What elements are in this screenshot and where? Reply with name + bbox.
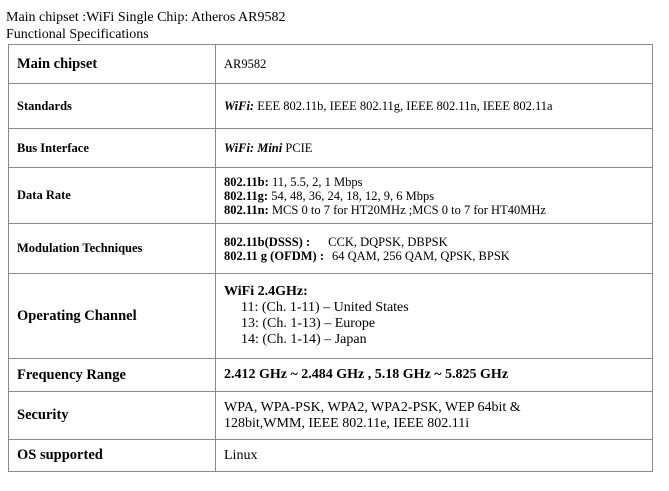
table-row-modulation: Modulation Techniques 802.11b(DSSS) : CCK… <box>8 223 653 274</box>
modulation-line: 802.11 g (OFDM) : 64 QAM, 256 QAM, QPSK, … <box>224 249 644 263</box>
modulation-value: 64 QAM, 256 QAM, QPSK, BPSK <box>331 248 510 263</box>
table-row-data-rate: Data Rate 802.11b: 11, 5.5, 2, 1 Mbps 80… <box>8 167 653 224</box>
security-line: 128bit,WMM, IEEE 802.11e, IEEE 802.11i <box>224 415 470 431</box>
table-row-operating-channel: Operating Channel WiFi 2.4GHz: 11: (Ch. … <box>8 273 653 359</box>
table-row-standards: Standards WiFi: EEE 802.11b, IEEE 802.11… <box>8 83 653 129</box>
os-supported-value: Linux <box>215 439 653 472</box>
operating-channel-line: 14: (Ch. 1-14) – Japan <box>241 332 367 347</box>
data-rate-label: Data Rate <box>8 167 216 224</box>
modulation-label: Modulation Techniques <box>8 223 216 274</box>
table-row-security: Security WPA, WPA-PSK, WPA2, WPA2-PSK, W… <box>8 391 653 440</box>
data-rate-line: 802.11b: 11, 5.5, 2, 1 Mbps <box>224 175 644 189</box>
data-rate-key: 802.11g: <box>224 188 269 203</box>
data-rate-value: 11, 5.5, 2, 1 Mbps <box>268 174 363 189</box>
data-rate-value: MCS 0 to 7 for HT20MHz ;MCS 0 to 7 for H… <box>268 202 546 217</box>
table-row-frequency-range: Frequency Range 2.412 GHz ~ 2.484 GHz , … <box>8 358 653 392</box>
data-rate-key: 802.11b: <box>224 174 269 189</box>
table-row-os-supported: OS supported Linux <box>8 439 653 472</box>
frequency-range-value: 2.412 GHz ~ 2.484 GHz , 5.18 GHz ~ 5.825… <box>215 358 653 392</box>
security-value-cell: WPA, WPA-PSK, WPA2, WPA2-PSK, WEP 64bit … <box>215 391 653 440</box>
main-chipset-label: Main chipset <box>8 44 216 84</box>
security-line: WPA, WPA-PSK, WPA2, WPA2-PSK, WEP 64bit … <box>224 399 521 415</box>
operating-channel-value-cell: WiFi 2.4GHz: 11: (Ch. 1-11) – United Sta… <box>215 273 653 359</box>
modulation-value-cell: 802.11b(DSSS) : CCK, DQPSK, DBPSK 802.11 … <box>215 223 653 274</box>
os-supported-label: OS supported <box>8 439 216 472</box>
data-rate-key: 802.11n: <box>224 202 269 217</box>
standards-value-cell: WiFi: EEE 802.11b, IEEE 802.11g, IEEE 80… <box>215 83 653 129</box>
bus-interface-label: Bus Interface <box>8 128 216 168</box>
standards-label: Standards <box>8 83 216 129</box>
spec-table: Main chipset AR9582 Standards WiFi: EEE … <box>8 44 653 472</box>
modulation-key: 802.11b(DSSS) : <box>224 234 311 249</box>
security-label: Security <box>8 391 216 440</box>
table-row-main-chipset: Main chipset AR9582 <box>8 44 653 84</box>
operating-channel-label: Operating Channel <box>8 273 216 359</box>
data-rate-value: 54, 48, 36, 24, 18, 12, 9, 6 Mbps <box>268 188 435 203</box>
modulation-line: 802.11b(DSSS) : CCK, DQPSK, DBPSK <box>224 235 644 249</box>
bus-interface-value-cell: WiFi: Mini PCIE <box>215 128 653 168</box>
standards-prefix: WiFi: <box>224 99 255 113</box>
document-subtitle: Functional Specifications <box>6 27 149 42</box>
data-rate-value-cell: 802.11b: 11, 5.5, 2, 1 Mbps 802.11g: 54,… <box>215 167 653 224</box>
frequency-range-label: Frequency Range <box>8 358 216 392</box>
table-row-bus-interface: Bus Interface WiFi: Mini PCIE <box>8 128 653 168</box>
modulation-key: 802.11 g (OFDM) : <box>224 248 324 263</box>
data-rate-line: 802.11g: 54, 48, 36, 24, 18, 12, 9, 6 Mb… <box>224 189 644 203</box>
bus-interface-prefix: WiFi: Mini <box>224 141 283 155</box>
document-title: Main chipset :WiFi Single Chip: Atheros … <box>6 10 286 25</box>
operating-channel-line: 11: (Ch. 1-11) – United States <box>241 300 409 315</box>
main-chipset-value: AR9582 <box>215 44 653 84</box>
data-rate-line: 802.11n: MCS 0 to 7 for HT20MHz ;MCS 0 t… <box>224 203 644 217</box>
standards-value: EEE 802.11b, IEEE 802.11g, IEEE 802.11n,… <box>254 99 553 113</box>
modulation-value: CCK, DQPSK, DBPSK <box>328 234 448 249</box>
bus-interface-value: PCIE <box>282 141 313 155</box>
operating-channel-title: WiFi 2.4GHz: <box>224 284 308 299</box>
operating-channel-line: 13: (Ch. 1-13) – Europe <box>241 316 376 331</box>
